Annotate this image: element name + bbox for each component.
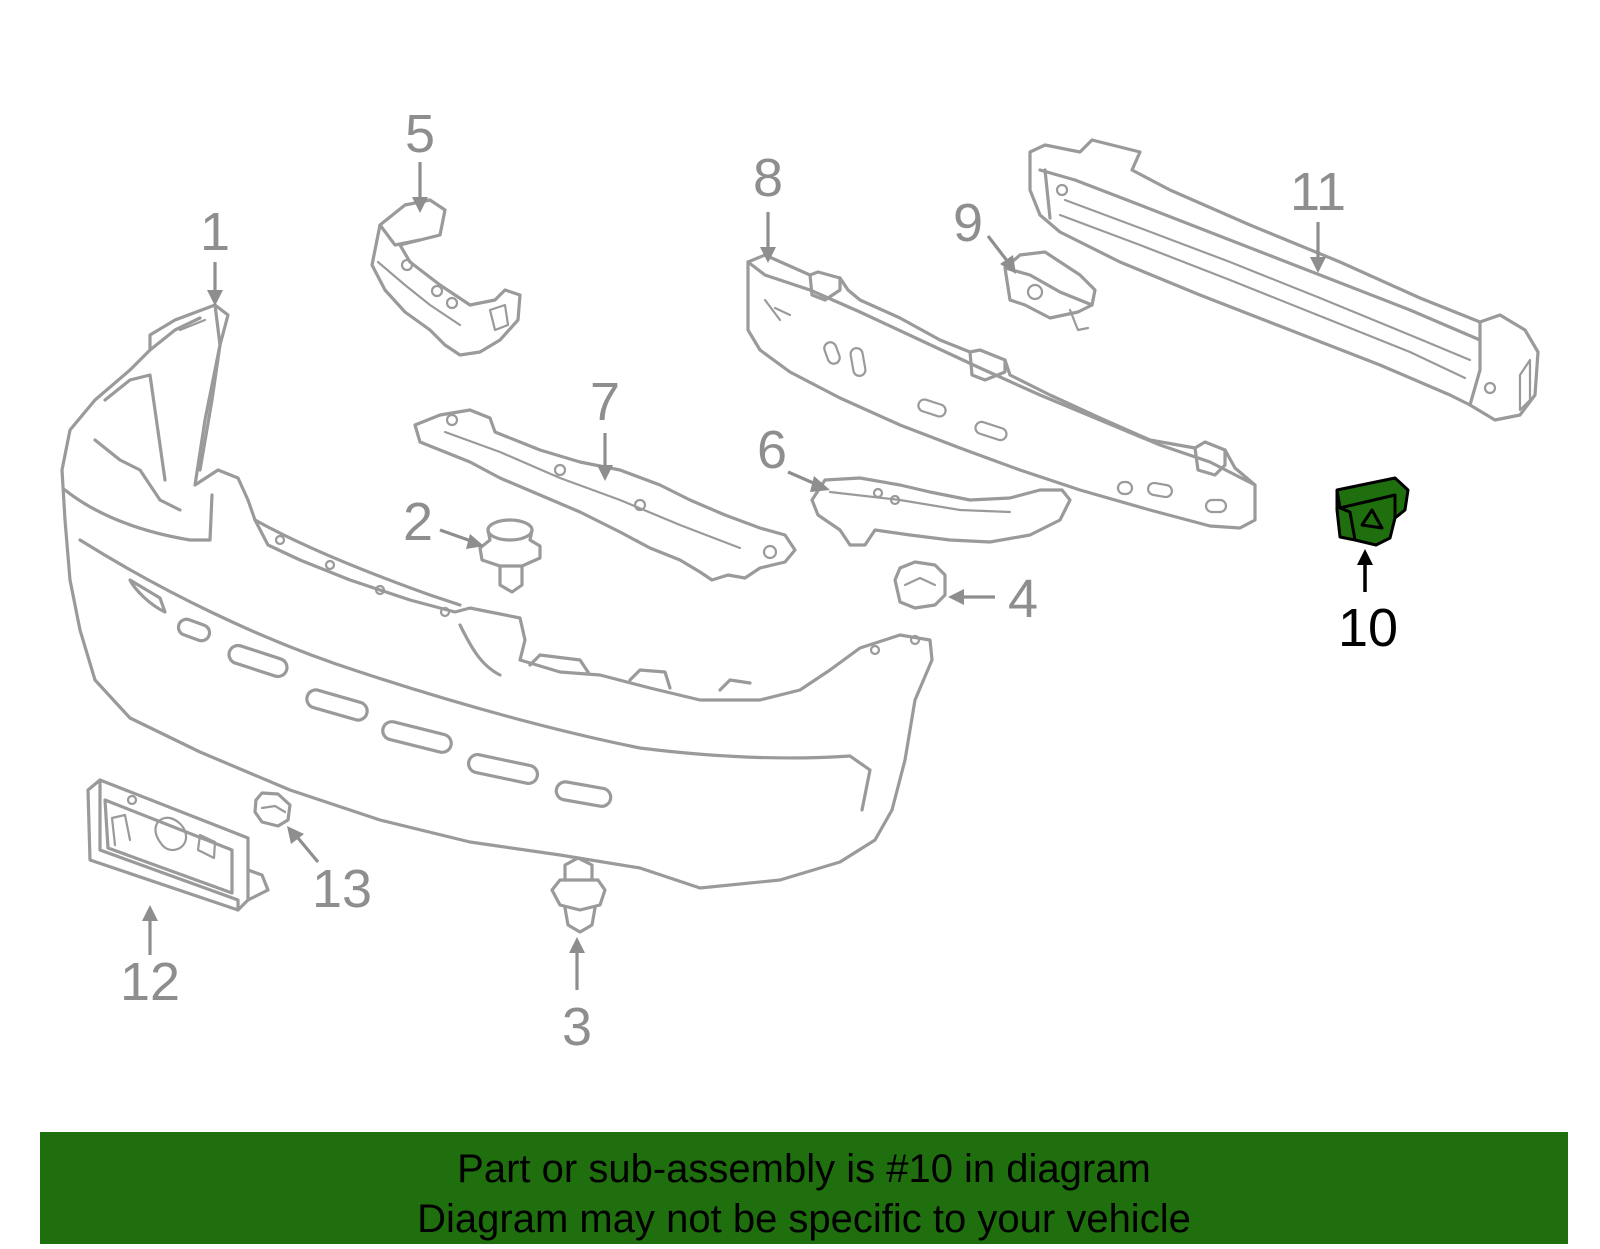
callout-12: 12 xyxy=(120,905,180,1012)
callout-5: 5 xyxy=(405,104,435,213)
callout-7: 7 xyxy=(590,372,620,481)
callout-6: 6 xyxy=(757,420,830,492)
callout-label-12: 12 xyxy=(120,952,180,1012)
part-5-bracket[interactable] xyxy=(370,198,522,357)
part-12-license-bracket[interactable] xyxy=(86,778,270,912)
part-4-nut[interactable] xyxy=(893,560,947,610)
callout-label-13: 13 xyxy=(312,859,372,919)
callout-label-3: 3 xyxy=(562,997,592,1057)
part-13-clip[interactable] xyxy=(253,791,292,828)
callout-label-11: 11 xyxy=(1290,162,1346,222)
callout-label-8: 8 xyxy=(753,148,783,208)
callout-label-1: 1 xyxy=(200,202,230,262)
callout-11: 11 xyxy=(1290,162,1346,273)
callout-label-2: 2 xyxy=(403,492,433,552)
callout-label-4: 4 xyxy=(1008,569,1038,629)
callout-3: 3 xyxy=(562,937,592,1057)
part-2-clip[interactable] xyxy=(478,518,542,594)
callout-8: 8 xyxy=(753,148,783,263)
callout-label-6: 6 xyxy=(757,420,787,480)
callout-1: 1 xyxy=(200,202,230,306)
part-1-bumper-cover[interactable] xyxy=(60,303,934,890)
part-3-push-clip[interactable] xyxy=(550,856,607,934)
callout-4: 4 xyxy=(948,569,1038,629)
part-7-reinforcement[interactable] xyxy=(413,408,797,582)
callout-label-7: 7 xyxy=(590,372,620,432)
banner-line-1: Part or sub-assembly is #10 in diagram xyxy=(457,1147,1151,1191)
part-9-bracket[interactable] xyxy=(1003,250,1097,332)
part-8-beam[interactable] xyxy=(746,253,1257,530)
info-banner: Part or sub-assembly is #10 in diagram D… xyxy=(40,1132,1568,1244)
callout-9: 9 xyxy=(953,193,1016,274)
callout-2: 2 xyxy=(403,492,484,552)
callout-label-9: 9 xyxy=(953,193,983,253)
part-6-bracket[interactable] xyxy=(810,476,1072,547)
callout-13: 13 xyxy=(287,826,372,919)
part-10-highlighted[interactable] xyxy=(1335,476,1410,547)
callout-label-10: 10 xyxy=(1338,598,1398,658)
part-11-impact-beam[interactable] xyxy=(1028,138,1540,422)
callout-10: 10 xyxy=(1338,549,1398,658)
callout-label-5: 5 xyxy=(405,104,435,164)
banner-line-2: Diagram may not be specific to your vehi… xyxy=(417,1197,1191,1241)
